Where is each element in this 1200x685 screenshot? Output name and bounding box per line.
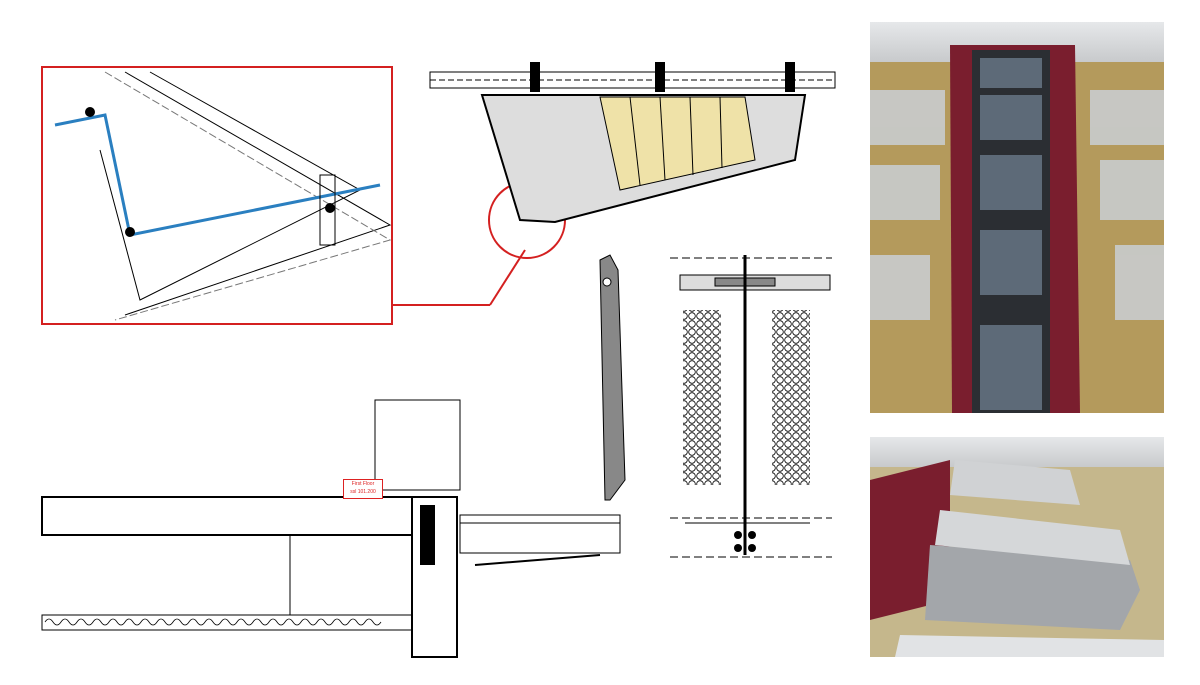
level-value: ssl 101.200 (350, 489, 376, 495)
panel-elevation (670, 255, 832, 558)
corner-detail-callout (41, 66, 393, 325)
balcony-plan (429, 62, 836, 224)
floor-section (41, 254, 626, 658)
photo-balcony-underside (870, 437, 1164, 657)
first-floor-level-tag: First Floor ssl 101.200 (343, 479, 383, 499)
photo-building-facade (870, 22, 1164, 413)
level-name: First Floor (351, 481, 375, 487)
